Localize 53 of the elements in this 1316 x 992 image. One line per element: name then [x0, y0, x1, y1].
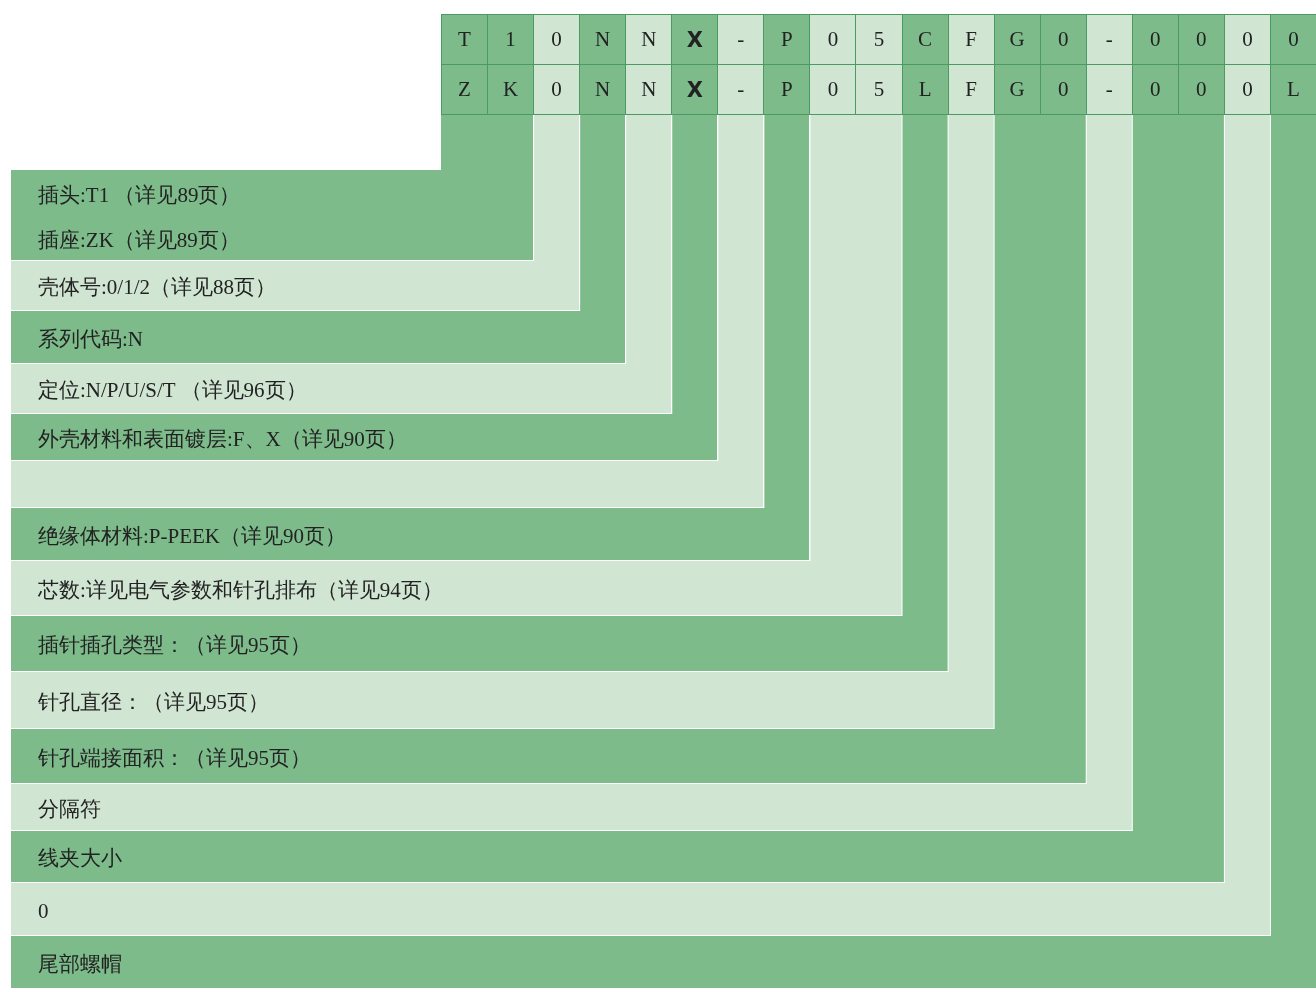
- band-label: 芯数:详见电气参数和针孔排布（详见94页）: [38, 579, 443, 601]
- code-cell: 0: [1039, 14, 1087, 65]
- code-cell: P: [763, 14, 811, 65]
- code-cell: -: [1085, 14, 1133, 65]
- band-label: 外壳材料和表面镀层:F、X（详见90页）: [38, 428, 407, 450]
- code-cell: K: [487, 64, 535, 115]
- code-cell: 0: [1177, 64, 1225, 115]
- code-cell: T: [441, 14, 489, 65]
- code-cell: 0: [1223, 64, 1271, 115]
- code-cell: 0: [809, 64, 857, 115]
- code-cell: -: [1085, 64, 1133, 115]
- band-label: 针孔直径：（详见95页）: [38, 691, 269, 713]
- code-cell: 5: [855, 14, 903, 65]
- code-cell: 0: [1223, 14, 1271, 65]
- band-label: 针孔端接面积：（详见95页）: [38, 747, 311, 769]
- band-label: 绝缘体材料:P-PEEK（详见90页）: [38, 525, 346, 547]
- code-cell: G: [993, 64, 1041, 115]
- code-cell: F: [947, 64, 995, 115]
- code-cell: N: [625, 64, 673, 115]
- code-cell: F: [947, 14, 995, 65]
- code-cell: Z: [441, 64, 489, 115]
- band-label: 尾部螺帽: [38, 953, 122, 975]
- code-cell: 0: [533, 14, 581, 65]
- band-label: 定位:N/P/U/S/T （详见96页）: [38, 380, 307, 401]
- code-cell: L: [1269, 64, 1316, 115]
- code-cell: 0: [533, 64, 581, 115]
- code-cell: G: [993, 14, 1041, 65]
- code-cell: 0: [1039, 64, 1087, 115]
- code-cell: X: [671, 64, 719, 115]
- code-cell: L: [901, 64, 949, 115]
- band-label: 0: [38, 900, 49, 922]
- band-label: 壳体号:0/1/2（详见88页）: [38, 277, 276, 298]
- code-cell: N: [625, 14, 673, 65]
- band-label: 插座:ZK（详见89页）: [38, 229, 240, 251]
- code-cell: 0: [809, 14, 857, 65]
- code-cell: 5: [855, 64, 903, 115]
- code-cell: X: [671, 14, 719, 65]
- code-cell: P: [763, 64, 811, 115]
- code-cell: N: [579, 64, 627, 115]
- code-cell: 0: [1131, 14, 1179, 65]
- band-label: 插头:T1 （详见89页）: [38, 184, 241, 206]
- code-cell: -: [717, 64, 765, 115]
- code-cell: C: [901, 14, 949, 65]
- code-cell: 1: [487, 14, 535, 65]
- code-cell: 0: [1269, 14, 1316, 65]
- code-cell: N: [579, 14, 627, 65]
- band-label: 线夹大小: [38, 848, 122, 869]
- band-label: 插针插孔类型：（详见95页）: [38, 635, 311, 656]
- code-cell: 0: [1131, 64, 1179, 115]
- code-cell: -: [717, 14, 765, 65]
- code-cell: 0: [1177, 14, 1225, 65]
- band-label: 系列代码:N: [38, 328, 143, 350]
- band-label: 分隔符: [38, 798, 101, 820]
